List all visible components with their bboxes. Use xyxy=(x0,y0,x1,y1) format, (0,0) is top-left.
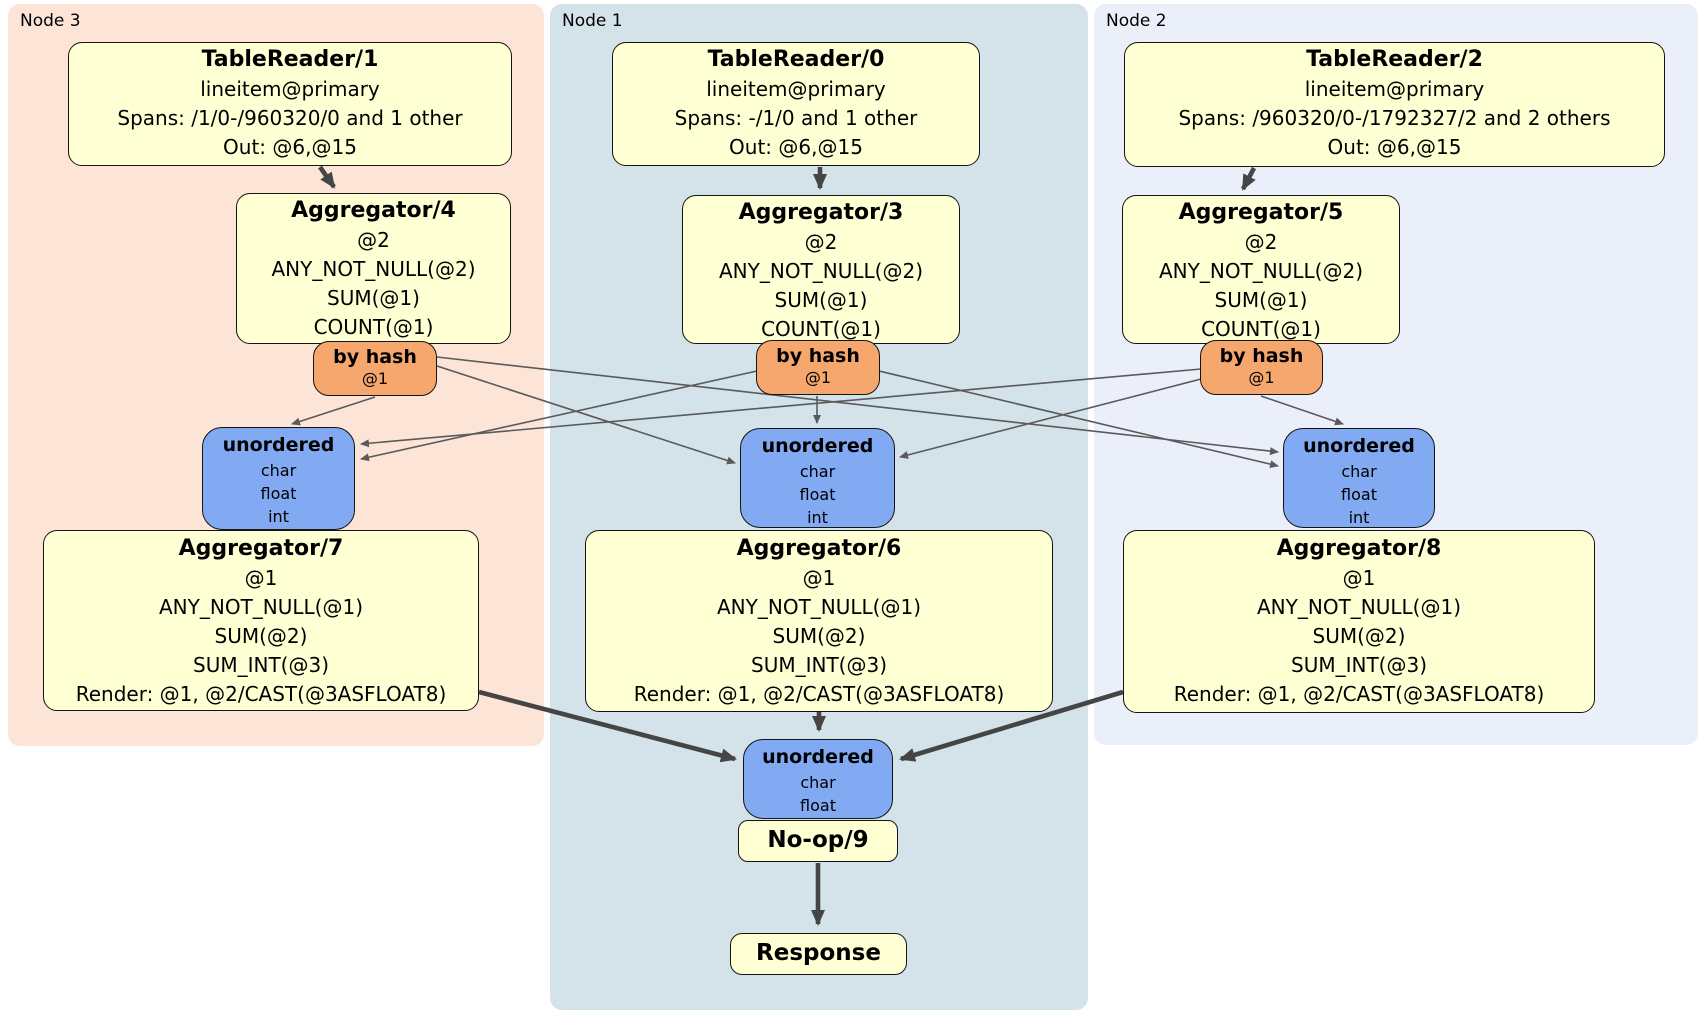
agg-line: SUM(@2) xyxy=(1312,624,1406,648)
hash-router-node3: by hash @1 xyxy=(313,341,437,396)
spans-line: Spans: -/1/0 and 1 other xyxy=(674,106,918,130)
spans-line: Spans: /960320/0-/1792327/2 and 2 others xyxy=(1178,106,1611,130)
table-line: lineitem@primary xyxy=(200,77,380,101)
agg-line: COUNT(@1) xyxy=(761,317,881,341)
out-line: Out: @6,@15 xyxy=(729,135,863,159)
node-label: Node 2 xyxy=(1106,11,1167,31)
agg-line: COUNT(@1) xyxy=(1201,317,1321,341)
hash-router-node2: by hash @1 xyxy=(1200,340,1323,395)
agg-line: SUM(@2) xyxy=(214,624,308,648)
node-label: Node 3 xyxy=(20,11,81,31)
tablereader-2-box: TableReader/2 lineitem@primary Spans: /9… xyxy=(1124,42,1665,167)
sync-column: char xyxy=(799,462,836,481)
router-key: @1 xyxy=(1248,368,1275,387)
sync-column: float xyxy=(1341,485,1377,504)
router-title: by hash xyxy=(333,346,417,368)
agg-line: @1 xyxy=(802,566,836,590)
aggregator-6-box: Aggregator/6 @1 ANY_NOT_NULL(@1) SUM(@2)… xyxy=(585,530,1053,712)
agg-line: SUM_INT(@3) xyxy=(751,653,887,677)
aggregator-4-box: Aggregator/4 @2 ANY_NOT_NULL(@2) SUM(@1)… xyxy=(236,193,511,344)
table-line: lineitem@primary xyxy=(1304,77,1485,101)
sync-column: int xyxy=(807,508,828,527)
agg-line: ANY_NOT_NULL(@1) xyxy=(159,595,363,619)
out-line: Out: @6,@15 xyxy=(1327,135,1462,159)
unordered-sync-final: unordered char float xyxy=(743,739,893,819)
node-label: Node 1 xyxy=(562,11,623,31)
agg-line: ANY_NOT_NULL(@2) xyxy=(1159,259,1363,283)
agg-line: @2 xyxy=(804,230,838,254)
spans-line: Spans: /1/0-/960320/0 and 1 other xyxy=(117,106,463,130)
processor-title: No-op/9 xyxy=(767,827,869,853)
sync-column: float xyxy=(800,796,836,815)
tablereader-0-box: TableReader/0 lineitem@primary Spans: -/… xyxy=(612,42,980,166)
agg-line: @1 xyxy=(244,566,278,590)
processor-title: TableReader/1 xyxy=(201,47,379,72)
processor-title: Aggregator/6 xyxy=(736,536,902,561)
agg-line: @2 xyxy=(357,228,390,252)
agg-line: COUNT(@1) xyxy=(313,315,434,339)
agg-line: ANY_NOT_NULL(@1) xyxy=(717,595,921,619)
unordered-sync-node3: unordered char float int xyxy=(202,427,355,530)
processor-title: Aggregator/3 xyxy=(738,200,904,225)
aggregator-3-box: Aggregator/3 @2 ANY_NOT_NULL(@2) SUM(@1)… xyxy=(682,195,960,344)
sync-column: float xyxy=(799,485,836,504)
processor-title: Response xyxy=(756,940,881,966)
router-title: by hash xyxy=(776,345,860,367)
sync-column: int xyxy=(268,507,289,526)
render-line: Render: @1, @2/CAST(@3ASFLOAT8) xyxy=(633,682,1005,706)
sync-column: int xyxy=(1348,508,1370,527)
sync-column: float xyxy=(260,484,297,503)
sync-column: char xyxy=(1341,462,1377,481)
agg-line: SUM(@1) xyxy=(327,286,420,310)
agg-line: SUM(@2) xyxy=(772,624,866,648)
agg-line: @1 xyxy=(1342,566,1376,590)
router-key: @1 xyxy=(361,369,389,388)
render-line: Render: @1, @2/CAST(@3ASFLOAT8) xyxy=(1173,682,1545,706)
aggregator-5-box: Aggregator/5 @2 ANY_NOT_NULL(@2) SUM(@1)… xyxy=(1122,195,1400,344)
sync-title: unordered xyxy=(762,746,874,768)
agg-line: SUM_INT(@3) xyxy=(193,653,329,677)
noop-9-box: No-op/9 xyxy=(738,820,898,862)
processor-title: Aggregator/4 xyxy=(291,198,456,223)
router-key: @1 xyxy=(804,368,832,387)
agg-line: SUM(@1) xyxy=(774,288,868,312)
hash-router-node1: by hash @1 xyxy=(756,340,880,395)
processor-title: Aggregator/7 xyxy=(178,536,344,561)
router-title: by hash xyxy=(1219,345,1304,367)
out-line: Out: @6,@15 xyxy=(223,135,357,159)
processor-title: Aggregator/5 xyxy=(1178,200,1344,225)
processor-title: TableReader/0 xyxy=(707,47,885,72)
sync-title: unordered xyxy=(222,434,335,456)
render-line: Render: @1, @2/CAST(@3ASFLOAT8) xyxy=(75,682,447,706)
sync-title: unordered xyxy=(761,435,874,457)
agg-line: ANY_NOT_NULL(@2) xyxy=(271,257,476,281)
agg-line: SUM_INT(@3) xyxy=(1291,653,1427,677)
unordered-sync-node2: unordered char float int xyxy=(1283,428,1435,528)
sync-column: char xyxy=(800,773,836,792)
processor-title: Aggregator/8 xyxy=(1276,536,1442,561)
agg-line: ANY_NOT_NULL(@1) xyxy=(1257,595,1461,619)
unordered-sync-node1: unordered char float int xyxy=(740,428,895,528)
table-line: lineitem@primary xyxy=(706,77,886,101)
aggregator-8-box: Aggregator/8 @1 ANY_NOT_NULL(@1) SUM(@2)… xyxy=(1123,530,1595,713)
response-box: Response xyxy=(730,933,907,975)
sync-column: char xyxy=(260,461,297,480)
aggregator-7-box: Aggregator/7 @1 ANY_NOT_NULL(@1) SUM(@2)… xyxy=(43,530,479,711)
processor-title: TableReader/2 xyxy=(1306,47,1483,72)
tablereader-1-box: TableReader/1 lineitem@primary Spans: /1… xyxy=(68,42,512,166)
agg-line: @2 xyxy=(1244,230,1278,254)
sync-title: unordered xyxy=(1303,435,1415,457)
agg-line: SUM(@1) xyxy=(1214,288,1308,312)
agg-line: ANY_NOT_NULL(@2) xyxy=(719,259,923,283)
